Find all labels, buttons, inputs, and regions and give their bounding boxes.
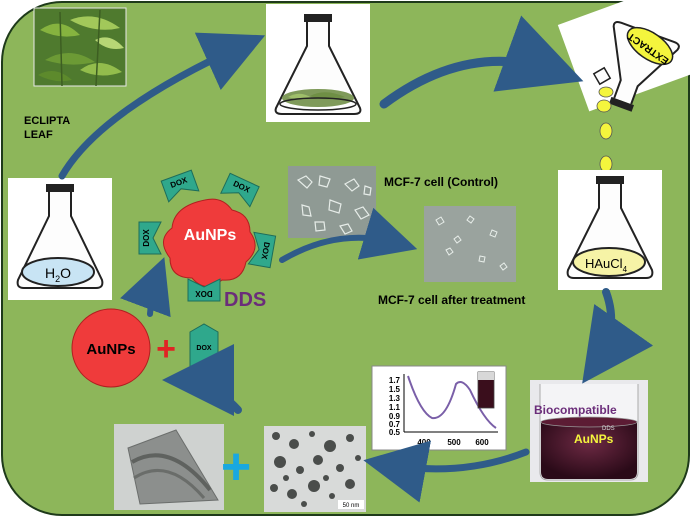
plus-sign-blue: + bbox=[221, 438, 251, 496]
arrow-flask-to-extract bbox=[379, 15, 584, 109]
eclipta-label-line2: LEAF bbox=[24, 129, 53, 141]
uv-vis-spectrum: 1.7 1.5 1.3 1.1 0.9 0.7 0.5 400 500 600 bbox=[371, 365, 507, 451]
water-label: H2O bbox=[45, 265, 71, 284]
extract-flask: EXTRACT bbox=[557, 0, 691, 112]
y-tick: 0.7 bbox=[389, 420, 401, 429]
dox-molecule: DOX bbox=[160, 169, 200, 203]
vial-aunps-label: AuNPs bbox=[574, 432, 614, 446]
aunps-vial bbox=[530, 380, 648, 482]
y-tick: 1.3 bbox=[389, 394, 401, 403]
plus-sign-red: + bbox=[156, 330, 176, 368]
x-tick: 400 bbox=[417, 438, 431, 447]
mcf7-treated-image bbox=[424, 206, 516, 282]
svg-text:DOX: DOX bbox=[195, 289, 213, 298]
mcf7-control-label: MCF-7 cell (Control) bbox=[384, 175, 498, 189]
water-flask bbox=[8, 178, 112, 300]
dds-nanoparticle bbox=[163, 198, 256, 287]
haucl4-label: HAuCl4 bbox=[585, 256, 628, 274]
svg-text:DOX: DOX bbox=[259, 241, 271, 260]
y-tick: 1.7 bbox=[389, 376, 401, 385]
tem-triangle-image bbox=[114, 424, 224, 510]
x-tick: 500 bbox=[447, 438, 461, 447]
vial-small-label: DDS bbox=[602, 426, 615, 432]
svg-text:DOX: DOX bbox=[142, 229, 151, 247]
dox-molecule: DOX bbox=[138, 221, 162, 255]
mcf7-control-image bbox=[288, 166, 376, 238]
eclipta-label-line1: ECLIPTA bbox=[24, 115, 70, 127]
y-tick: 0.9 bbox=[389, 412, 401, 421]
flask-with-leaves bbox=[266, 4, 370, 122]
arrow-haucl4-to-vial bbox=[582, 288, 654, 384]
y-tick: 0.5 bbox=[389, 428, 401, 437]
svg-text:DOX: DOX bbox=[196, 345, 212, 352]
haucl4-flask bbox=[558, 170, 662, 290]
tem-particles-image: 50 nm bbox=[264, 426, 366, 512]
mcf7-treated-label: MCF-7 cell after treatment bbox=[378, 293, 525, 307]
x-tick: 600 bbox=[475, 438, 489, 447]
dds-label: DDS bbox=[224, 289, 266, 311]
eclipta-leaf-photo bbox=[33, 7, 127, 87]
arrow-aunps-to-dds bbox=[120, 257, 171, 318]
arrow-vial-to-tem bbox=[363, 440, 530, 503]
extract-drops bbox=[596, 86, 614, 173]
arrow-dds-to-cells bbox=[279, 207, 418, 263]
dox-molecule: DOX bbox=[247, 231, 277, 269]
aunps-particle-label: AuNPs bbox=[86, 341, 135, 358]
dox-molecule: DOX bbox=[220, 172, 260, 208]
dds-aunps-label: AuNPs bbox=[184, 227, 237, 244]
biocompatible-label: Biocompatible bbox=[534, 403, 617, 417]
y-tick: 1.5 bbox=[389, 385, 401, 394]
scale-bar-label: 50 nm bbox=[343, 503, 360, 509]
process-arrows bbox=[58, 15, 654, 503]
arrow-water-to-flask bbox=[58, 32, 266, 180]
dox-molecule: DOX bbox=[187, 278, 221, 302]
arrow-tem-to-aunps bbox=[162, 344, 242, 417]
y-tick: 1.1 bbox=[389, 403, 401, 412]
aunps-particle bbox=[71, 308, 151, 388]
